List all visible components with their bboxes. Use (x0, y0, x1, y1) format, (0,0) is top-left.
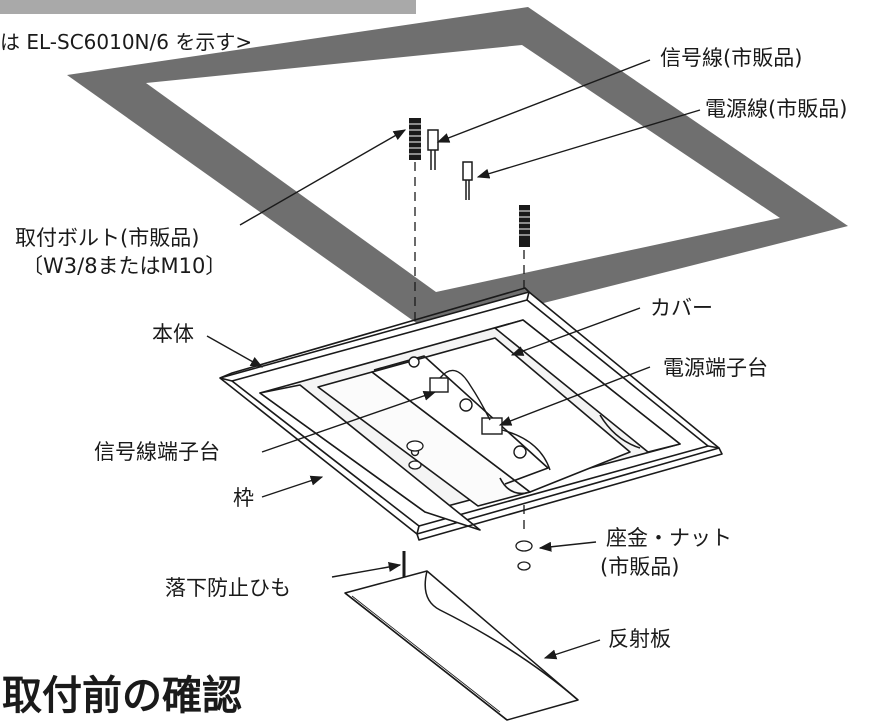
label-washer-nut: 座金・ナット (606, 526, 732, 550)
label-safety-cord: 落下防止ひも (165, 576, 291, 600)
label-washer-nut-note: (市販品) (600, 555, 680, 579)
label-bolt-spec: 〔W3/8またはM10〕 (22, 254, 227, 278)
label-mount-bolt: 取付ボルト(市販品) (15, 226, 200, 250)
label-signal-wire: 信号線(市販品) (660, 46, 803, 70)
mounting-bolt-icon (409, 118, 530, 247)
reflector-panel (344, 570, 579, 721)
model-note: は EL-SC6010N/6 を示す> (0, 30, 253, 54)
leader-lines (206, 59, 701, 660)
label-signal-terminal: 信号線端子台 (94, 440, 220, 464)
label-frame: 枠 (233, 486, 254, 510)
label-body: 本体 (152, 322, 194, 346)
terminal-block-icon (408, 356, 551, 471)
section-heading: 取付前の確認 (2, 673, 242, 719)
washer-nut-icon (406, 440, 533, 571)
label-reflector: 反射板 (608, 627, 671, 651)
label-power-terminal: 電源端子台 (663, 356, 768, 380)
label-power-wire: 電源線(市販品) (705, 97, 848, 121)
label-cover: カバー (650, 296, 713, 320)
fixture-body (219, 287, 723, 541)
section-title-bar (0, 0, 416, 14)
